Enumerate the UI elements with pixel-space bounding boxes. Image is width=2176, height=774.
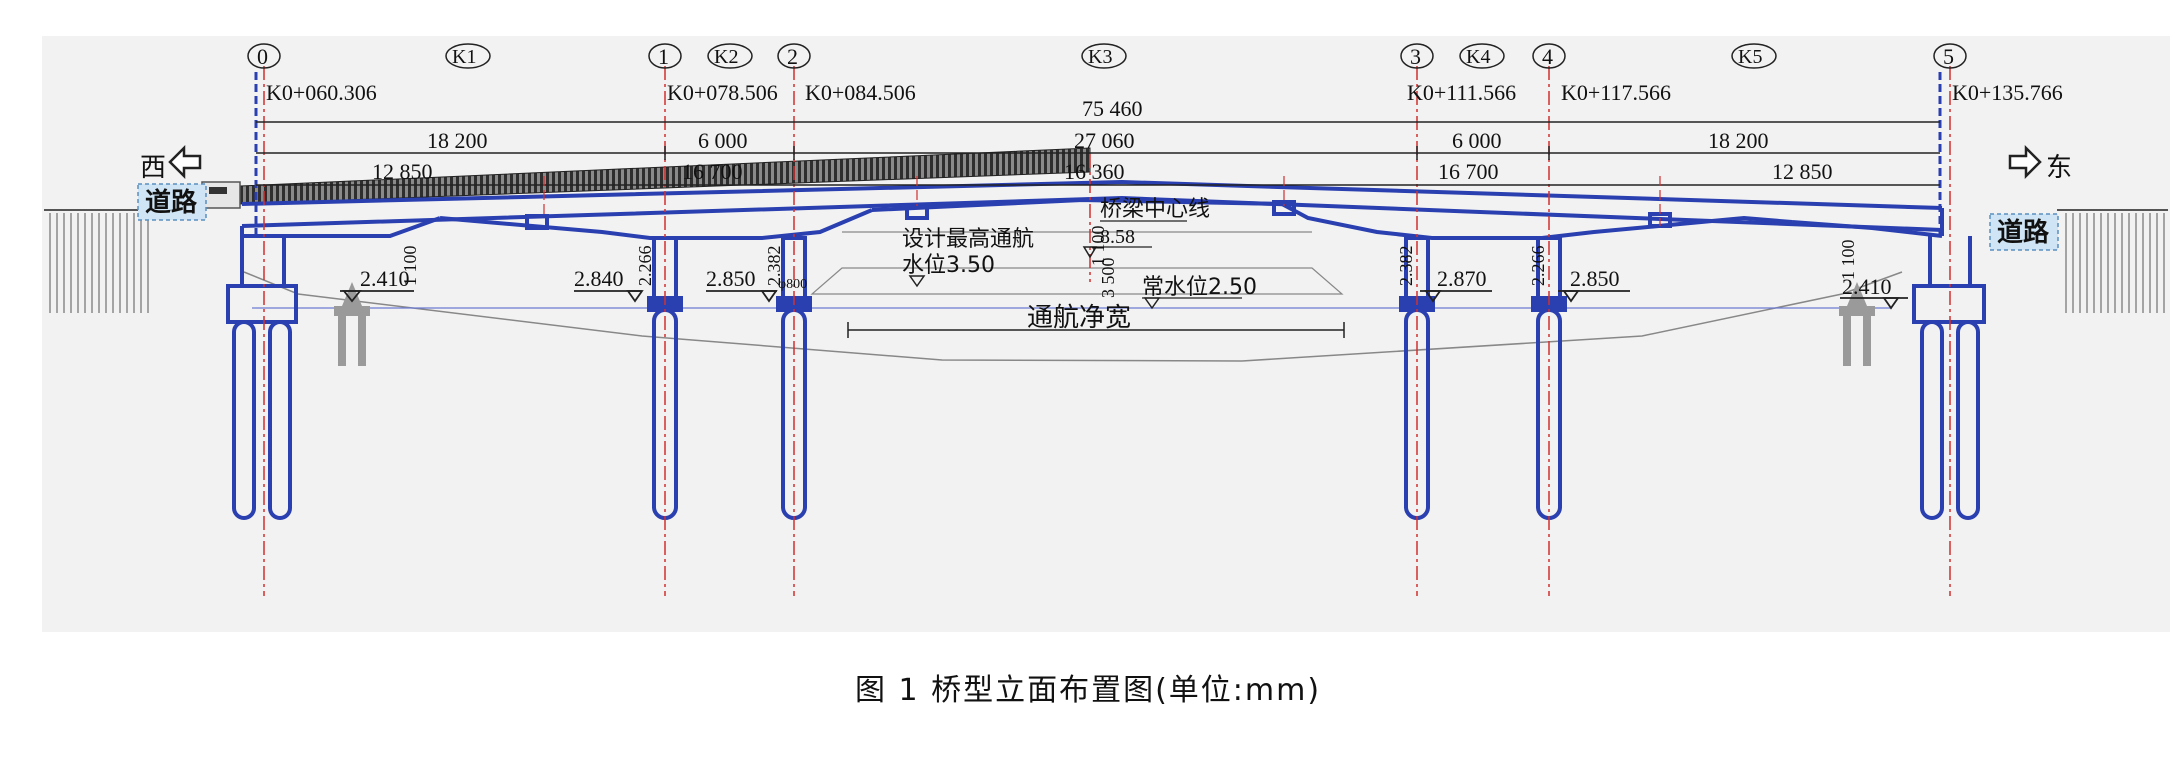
ground-level-1: 2.840 — [574, 266, 624, 291]
west-direction-label: 西 — [140, 153, 166, 183]
station-1: K0+078.506 — [667, 80, 778, 105]
ground-level-4: 2.850 — [1570, 266, 1620, 291]
span-label-k4: K4 — [1466, 46, 1490, 68]
ground-level-2: 2.850 — [706, 266, 756, 291]
beam-height-pier1: 2.266 — [635, 246, 655, 287]
beam-height-pier3: 2.382 — [1396, 246, 1416, 287]
design-water-value: 水位3.50 — [902, 253, 995, 278]
east-road-label: 道路 — [1997, 217, 2050, 248]
deck-elevation: 8.58 — [1100, 226, 1135, 248]
beam-height-east: 1 100 — [1838, 240, 1858, 281]
span-dim-2: 6 000 — [698, 128, 748, 153]
normal-water-label: 常水位2.50 — [1142, 275, 1257, 300]
pier-markers — [247, 43, 1967, 69]
design-water-marker — [908, 275, 926, 288]
span-label-k3: K3 — [1088, 46, 1112, 68]
pier-label-2: 2 — [787, 44, 798, 69]
west-embankment — [44, 213, 154, 313]
navigation-width-label: 通航净宽 — [1027, 303, 1131, 333]
span-markers — [445, 43, 1777, 69]
pier-0 — [226, 236, 298, 520]
station-3: K0+111.566 — [1407, 80, 1516, 105]
centerline-label: 桥梁中心线 — [1100, 197, 1210, 222]
bridge-elevation-drawing: 0 1 2 3 4 5 K1 K2 K3 K4 K5 K0+060.306 K0… — [44, 43, 2168, 596]
station-5: K0+135.766 — [1952, 80, 2063, 105]
station-2: K0+084.506 — [805, 80, 916, 105]
span-dim-3: 27 060 — [1074, 128, 1135, 153]
station-0: K0+060.306 — [266, 80, 377, 105]
pier-label-1: 1 — [658, 44, 669, 69]
design-water-label: 设计最高通航 — [902, 227, 1034, 252]
dimension-lines — [256, 121, 1940, 186]
sub-dim-3: 16 360 — [1064, 159, 1125, 184]
span-label-k1: K1 — [452, 46, 476, 68]
east-direction-label: 东 — [2046, 153, 2072, 183]
span-label-k5: K5 — [1738, 46, 1762, 68]
east-arrow-icon — [2008, 144, 2042, 180]
span-dim-1: 18 200 — [427, 128, 488, 153]
figure-caption: 图 1 桥型立面布置图(单位:mm) — [854, 673, 1322, 708]
ground-level-0: 2.410 — [360, 266, 410, 291]
deck-elevation-marker — [1082, 246, 1098, 259]
beam-height-center: 1 100 — [1088, 226, 1108, 267]
clear-height: 3 500 — [1098, 258, 1118, 299]
west-arrow-icon — [168, 144, 202, 180]
pile-diameter: φ800 — [778, 277, 807, 292]
drawing-panel: 0 1 2 3 4 5 K1 K2 K3 K4 K5 K0+060.306 K0… — [42, 36, 2170, 632]
span-label-k2: K2 — [714, 46, 738, 68]
normal-water-marker — [1143, 297, 1161, 310]
west-lamp-housing — [201, 181, 241, 209]
beam-height-west: 1 100 — [400, 246, 420, 287]
abutment-lines — [254, 72, 1942, 236]
pier-5 — [1912, 236, 1986, 520]
beam-height-pier2: 2.382 — [764, 246, 784, 287]
west-road-sign — [137, 183, 207, 221]
sub-dim-4: 16 700 — [1438, 159, 1499, 184]
ground-level-markers — [340, 290, 1908, 310]
navigation-clearance-box — [810, 267, 1344, 295]
east-embankment — [2060, 213, 2168, 313]
sub-dimension-ticks — [543, 176, 1661, 226]
sub-dim-1: 12 850 — [372, 159, 433, 184]
span-dim-5: 18 200 — [1708, 128, 1769, 153]
sub-dim-2: 16 700 — [682, 159, 743, 184]
pier-label-4: 4 — [1542, 44, 1553, 69]
ground-level-5: 2.410 — [1842, 274, 1892, 299]
sub-dim-5: 12 850 — [1772, 159, 1833, 184]
station-4: K0+117.566 — [1561, 80, 1671, 105]
west-lamp — [209, 187, 227, 194]
span-dim-4: 6 000 — [1452, 128, 1502, 153]
old-abutment-west — [334, 282, 370, 366]
pier-label-5: 5 — [1943, 44, 1954, 69]
total-length: 75 460 — [1082, 96, 1143, 121]
west-road-label: 道路 — [145, 187, 198, 218]
east-road-sign — [1989, 213, 2059, 251]
box-girder — [240, 179, 1944, 240]
pier-label-3: 3 — [1410, 44, 1421, 69]
old-abutment-east — [1839, 282, 1875, 366]
ground-level-3: 2.870 — [1437, 266, 1487, 291]
beam-height-pier4: 2.266 — [1528, 246, 1548, 287]
pier-label-0: 0 — [257, 44, 268, 69]
